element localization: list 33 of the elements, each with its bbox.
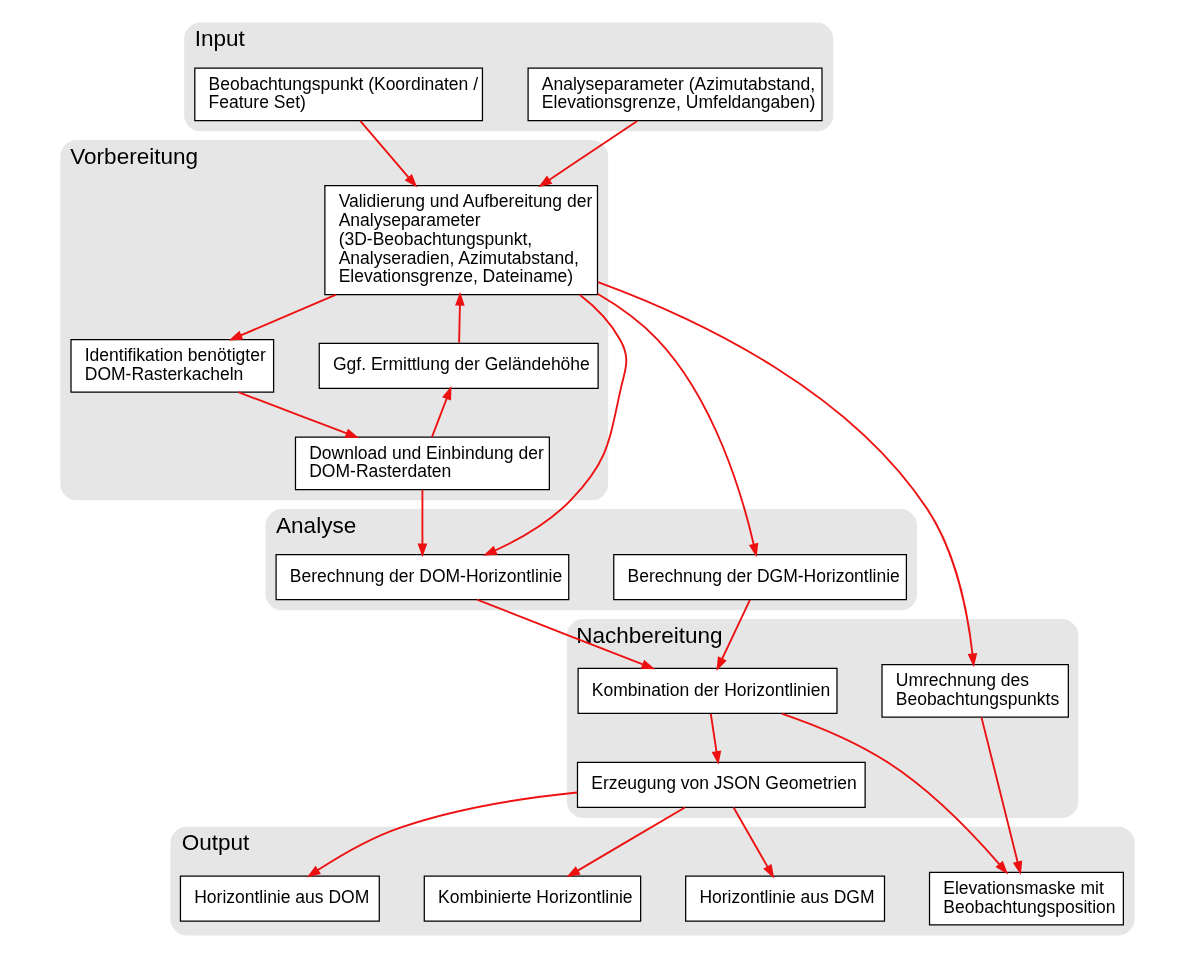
arrow	[476, 598, 656, 670]
arrow	[483, 293, 628, 556]
arrow	[566, 806, 686, 878]
node-box: Validierung und Aufbereitung der Analyseparameter (3D-Beobachtungspunkt, Analyseradien, Azimutabstand, Elevationsgrenze, Dateiname)	[324, 185, 599, 296]
arrow	[228, 293, 338, 341]
node-box: Download und Einbindung der DOM-Rasterdaten	[294, 436, 550, 491]
arrow	[709, 712, 722, 765]
node-box: Erzeugung von JSON Geometrien	[576, 761, 866, 808]
arrow	[980, 716, 1023, 876]
arrow	[417, 488, 428, 558]
arrow	[359, 120, 418, 188]
node-box: Horizontlinie aus DGM	[685, 875, 886, 922]
node-box: Berechnung der DOM-Horizontlinie	[275, 554, 570, 601]
arrow	[455, 291, 465, 344]
arrow	[732, 806, 775, 879]
node-box: Elevationsmaske mit Beobachtungsposition	[928, 871, 1124, 926]
node-box: Umrechnung des Beobachtungspunkts	[881, 664, 1069, 718]
node-box: Kombinierte Horizontlinie	[423, 875, 642, 922]
node-box: Horizontlinie aus DOM	[179, 875, 380, 922]
arrow	[780, 712, 1009, 875]
node-box: Berechnung der DGM-Horizontlinie	[613, 554, 907, 601]
arrow	[597, 281, 978, 668]
node-box: Beobachtungspunkt (Koordinaten / Feature Set)	[194, 67, 484, 122]
arrow	[306, 791, 579, 878]
arrow	[237, 391, 360, 439]
node-box: Identifikation benötigter DOM-Rasterkacheln	[70, 338, 275, 393]
arrow	[431, 386, 452, 438]
node-box: Analyseparameter (Azimutabstand, Elevationsgrenze, Umfeldangaben)	[527, 67, 823, 122]
node-box: Ggf. Ermittlung der Geländehöhe	[318, 342, 599, 389]
arrow	[716, 598, 751, 671]
arrow	[538, 120, 639, 188]
arrow	[596, 292, 759, 558]
node-box: Kombination der Horizontlinien	[577, 667, 838, 715]
